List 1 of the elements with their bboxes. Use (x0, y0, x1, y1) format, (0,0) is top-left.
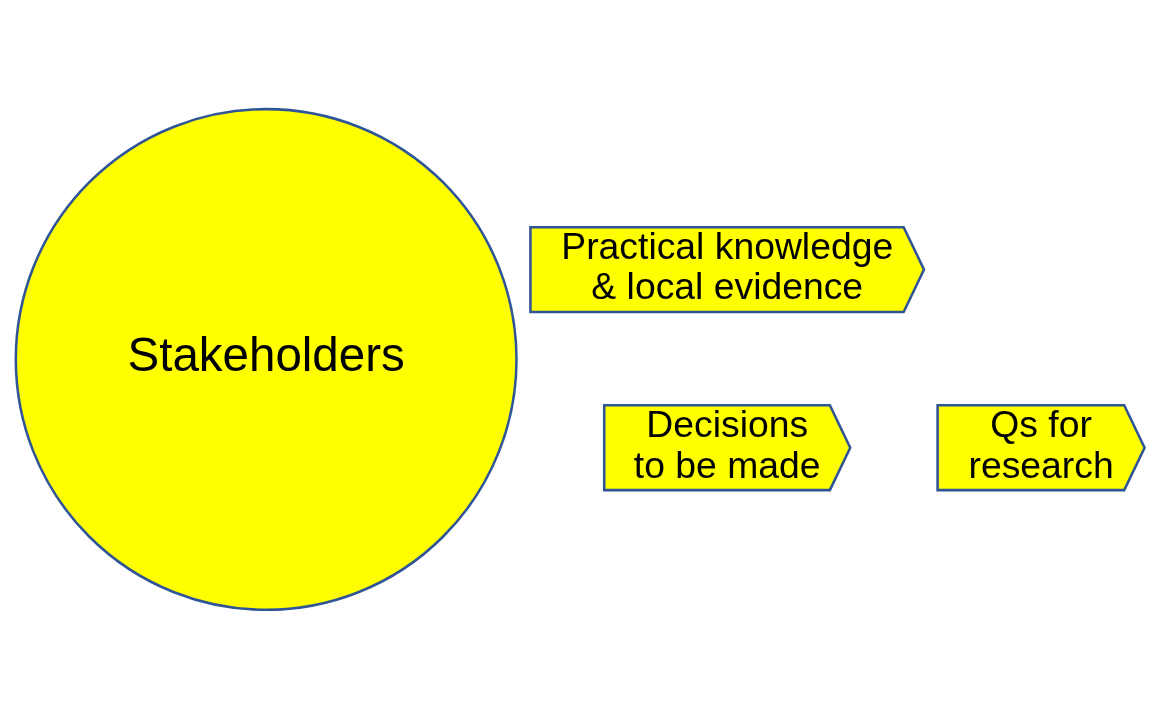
node-circle: Stakeholders (14, 107, 518, 611)
